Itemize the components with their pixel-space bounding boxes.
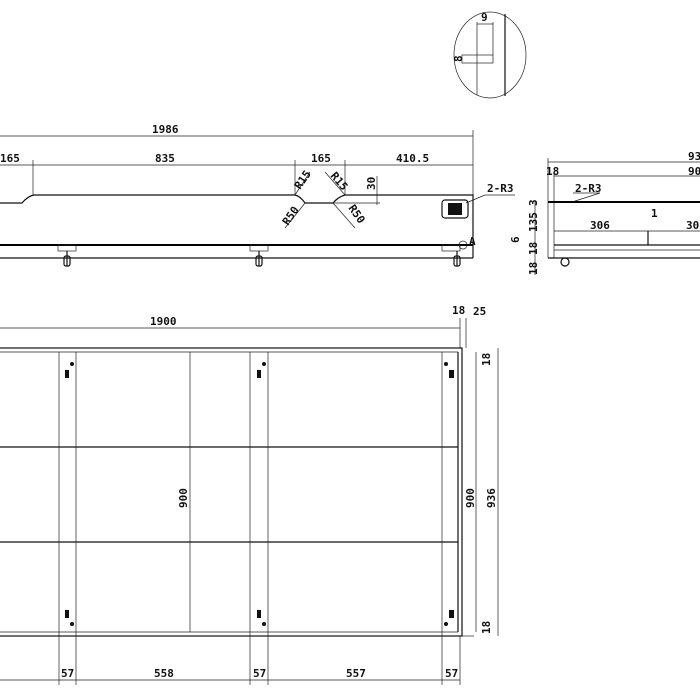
dim-top-rail: 18 bbox=[480, 353, 493, 366]
dim-top-gap: 3 bbox=[527, 199, 540, 206]
dim-end-overhang: 25 bbox=[473, 305, 486, 318]
plan-view: 1900 18 25 900 900 936 18 18 bbox=[0, 304, 499, 685]
dim-end-panel: 18 bbox=[452, 304, 465, 317]
dim-bottom-rail: 18 bbox=[480, 621, 493, 634]
dim-segment-4: 410.5 bbox=[396, 152, 429, 165]
side-elevation-view: 1986 165 835 165 410.5 30 R15 R15 R50 R5… bbox=[0, 123, 515, 267]
dim-segment-3: 165 bbox=[311, 152, 331, 165]
dim-section-inner: 900 bbox=[688, 165, 700, 178]
brackets bbox=[65, 362, 454, 626]
dim-base-thickness: 18 bbox=[527, 242, 540, 255]
corner-radius-label: 2-R3 bbox=[487, 182, 514, 195]
caster-wheel bbox=[560, 257, 570, 267]
dim-overall-length: 1986 bbox=[152, 123, 179, 136]
detail-dim-height: 8 bbox=[452, 55, 465, 62]
dim-bottom-offset: 6 bbox=[509, 236, 522, 243]
dim-center-gap: 1 bbox=[651, 207, 658, 220]
slats bbox=[58, 352, 461, 685]
dim-segment-2: 835 bbox=[155, 152, 175, 165]
section-view: 936 900 18 2-R3 306 1 308 3 135 6 18 18 bbox=[509, 150, 700, 275]
dim-bottom-2: 558 bbox=[154, 667, 174, 680]
dim-wheel-height: 18 bbox=[527, 262, 540, 275]
dim-bottom-5: 57 bbox=[445, 667, 458, 680]
dim-inner-length: 1900 bbox=[150, 315, 177, 328]
section-corner-radius: 2-R3 bbox=[575, 182, 602, 195]
detail-marker: A bbox=[469, 235, 476, 248]
dim-bottom-3: 57 bbox=[253, 667, 266, 680]
dim-section-panel: 18 bbox=[546, 165, 559, 178]
dim-span-left: 306 bbox=[590, 219, 610, 232]
dim-height: 135 bbox=[527, 212, 540, 232]
dim-overall-width: 936 bbox=[485, 488, 498, 508]
radius-r50-left: R50 bbox=[280, 204, 302, 228]
dim-bottom-4: 557 bbox=[346, 667, 366, 680]
dim-notch-depth: 30 bbox=[365, 177, 378, 190]
dim-span-right: 308 bbox=[686, 219, 700, 232]
dim-side-width: 900 bbox=[464, 488, 477, 508]
dim-bottom-1: 57 bbox=[61, 667, 74, 680]
dim-center-width: 900 bbox=[177, 488, 190, 508]
detail-view-a: 9 8 bbox=[452, 11, 527, 99]
dim-section-overall: 936 bbox=[688, 150, 700, 163]
dim-segment-1: 165 bbox=[0, 152, 20, 165]
radius-r50-right: R50 bbox=[346, 202, 368, 226]
radius-r15-right: R15 bbox=[328, 170, 351, 194]
caster-wheels bbox=[57, 244, 461, 267]
detail-dim-width: 9 bbox=[481, 11, 488, 24]
